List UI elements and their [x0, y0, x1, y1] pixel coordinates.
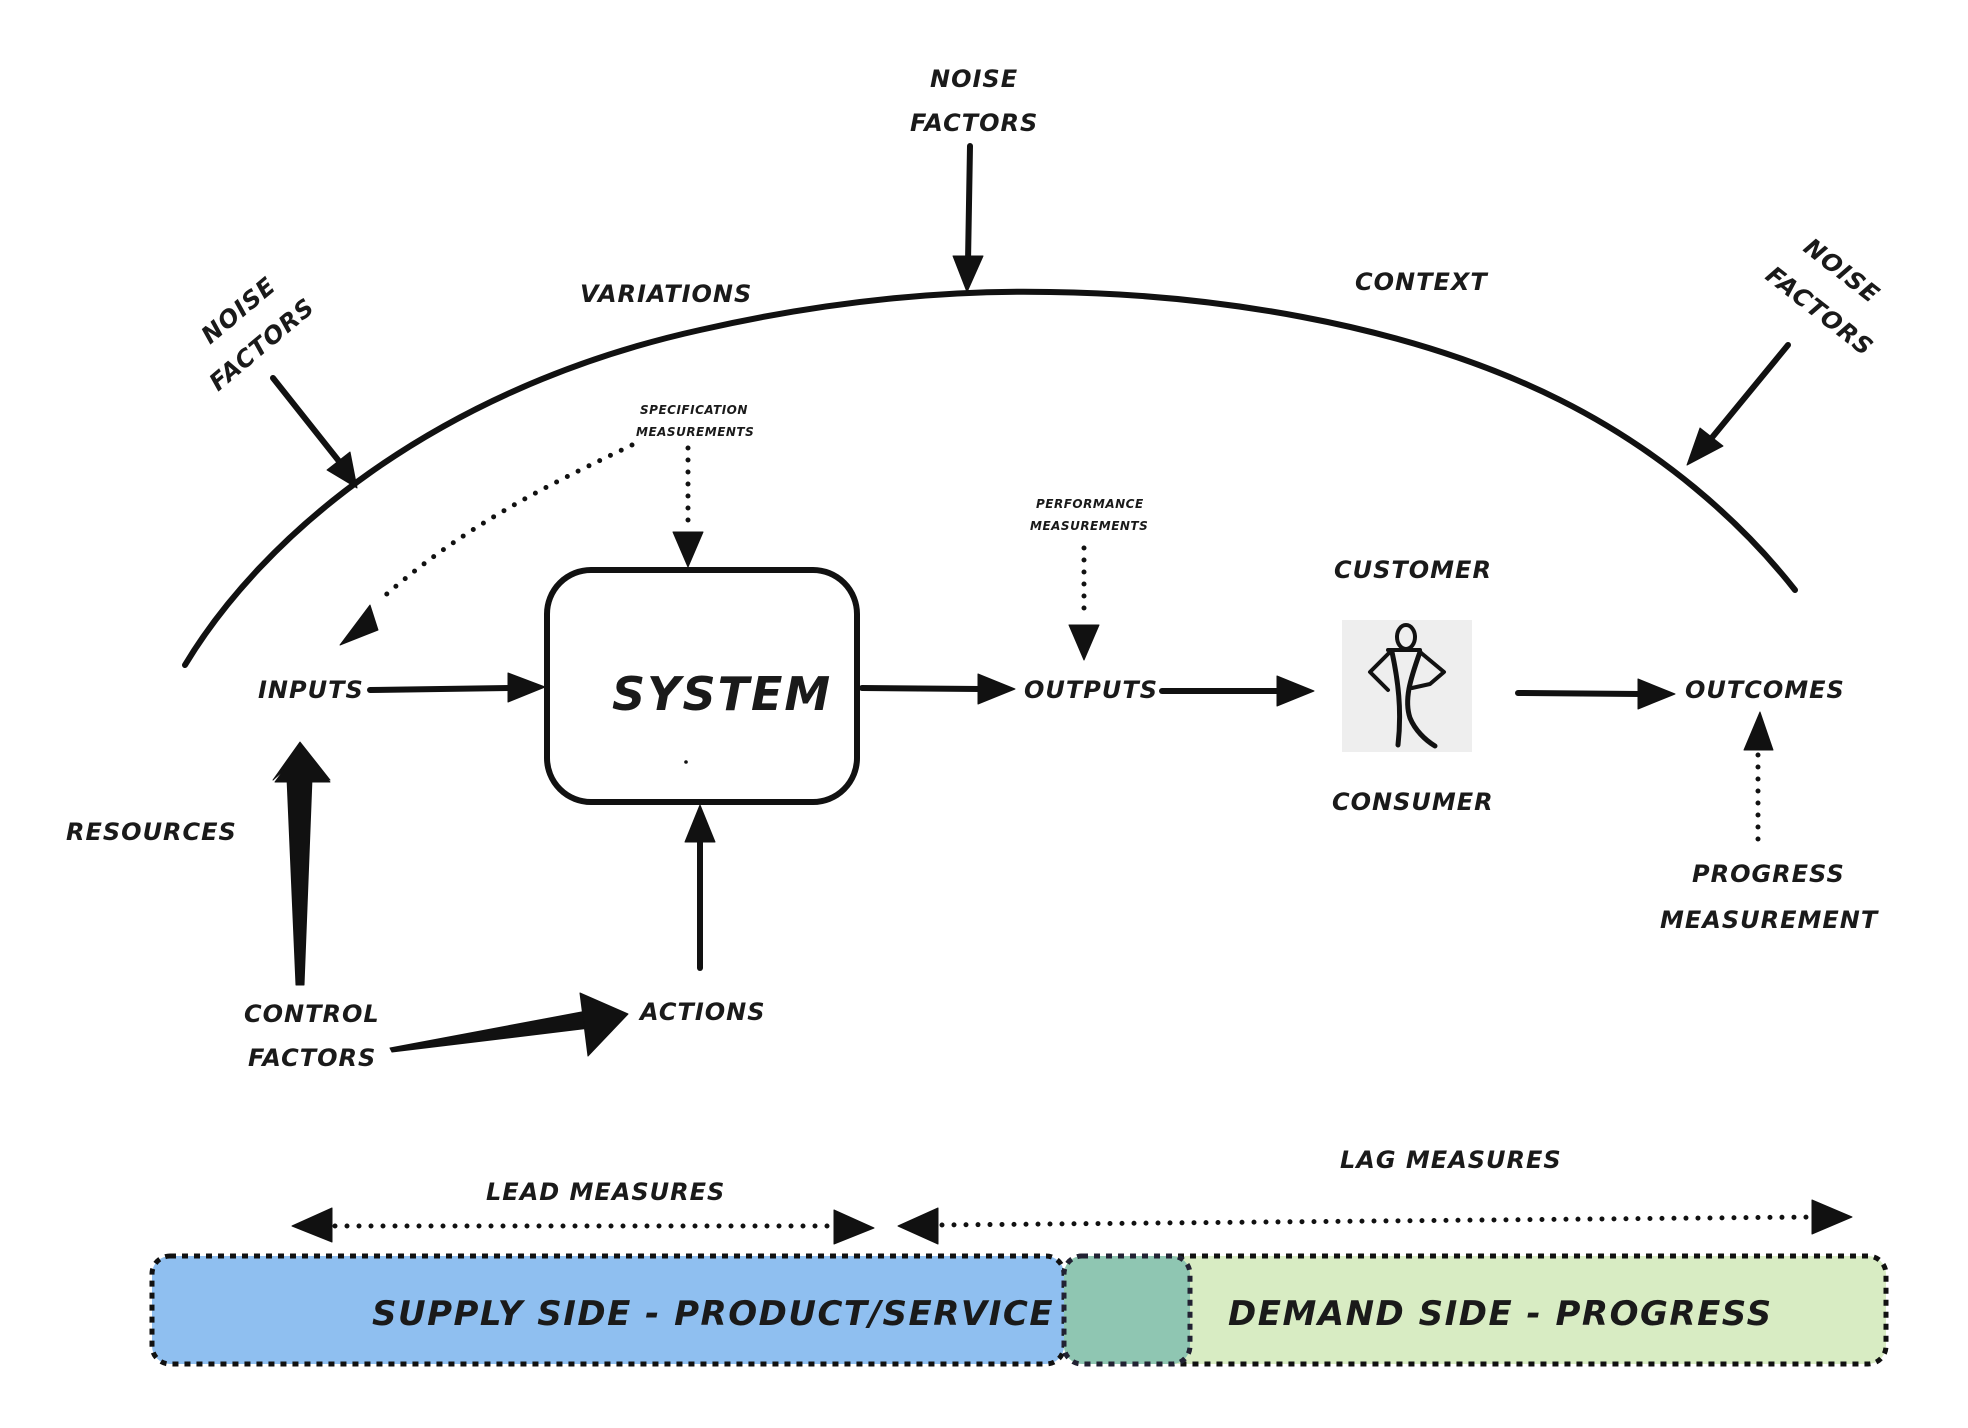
svg-text:Specification: Specification — [640, 403, 748, 417]
lag-measures-dotted-double-arrow — [897, 1199, 1853, 1245]
consumer-label: Consumer — [1332, 788, 1494, 816]
lead-measures-dotted-double-arrow — [291, 1207, 875, 1245]
control-factors-label: Control Factors — [244, 1000, 380, 1072]
demand-side-label: Demand side - progress — [1228, 1294, 1773, 1334]
svg-text:Noise: Noise — [930, 65, 1018, 93]
spec-to-inputs-dotted-arrow — [339, 442, 635, 646]
actions-to-system-arrow — [684, 804, 716, 971]
noise-right-arrow — [1686, 342, 1791, 466]
progress-to-outcomes-dotted-arrow — [1743, 711, 1774, 851]
supply-side-label: Supply side - product/service — [372, 1294, 1054, 1334]
actions-label: Actions — [638, 998, 766, 1026]
lag-measures-label: Lag measures — [1340, 1146, 1562, 1174]
system-box — [544, 567, 860, 805]
overlap-band — [1061, 1253, 1193, 1367]
outcomes-label: Outcomes — [1685, 676, 1845, 704]
inputs-label: Inputs — [258, 676, 364, 704]
progress-measurement-label: Progress measurement — [1660, 860, 1879, 934]
noise-factors-left: Noise Factors — [196, 272, 320, 397]
svg-text:Factors: Factors — [910, 109, 1038, 137]
performance-to-outputs-dotted-arrow — [1068, 545, 1100, 661]
noise-top-arrow — [952, 143, 984, 293]
context-arc — [182, 288, 1798, 668]
system-dot — [684, 760, 688, 764]
svg-text:measurements: measurements — [636, 425, 754, 439]
performance-measurements-label: Performance measurements — [1030, 497, 1148, 533]
customer-to-outcomes-arrow — [1515, 678, 1676, 710]
customer-label: Customer — [1334, 556, 1492, 584]
noise-factors-top: Noise Factors — [910, 65, 1038, 137]
svg-text:Factors: Factors — [248, 1044, 376, 1072]
stick-figure-person-icon — [1342, 620, 1472, 752]
spec-to-system-dotted-arrow — [672, 445, 704, 568]
inputs-to-system-arrow — [367, 672, 546, 703]
lead-measures-label: Lead measures — [486, 1178, 725, 1206]
svg-text:measurements: measurements — [1030, 519, 1148, 533]
specification-measurements-label: Specification measurements — [636, 403, 754, 439]
svg-text:Performance: Performance — [1036, 497, 1144, 511]
system-to-outputs-arrow — [859, 673, 1016, 705]
svg-text:Progress: Progress — [1692, 860, 1845, 888]
outputs-label: Outputs — [1024, 676, 1158, 704]
noise-left-arrow — [270, 375, 358, 489]
context-label: Context — [1355, 268, 1488, 296]
supply-demand-bands: Supply side - product/service Demand sid… — [149, 1253, 1889, 1367]
svg-text:measurement: measurement — [1660, 906, 1879, 934]
control-to-inputs-arrow — [272, 741, 331, 986]
noise-factors-right: Noise Factors — [1760, 233, 1885, 362]
outputs-to-customer-arrow — [1159, 675, 1315, 707]
variations-label: Variations — [580, 280, 752, 308]
resources-label: Resources — [66, 818, 237, 846]
svg-text:Control: Control — [244, 1000, 380, 1028]
control-to-actions-arrow — [389, 992, 629, 1057]
system-label: System — [612, 667, 832, 721]
